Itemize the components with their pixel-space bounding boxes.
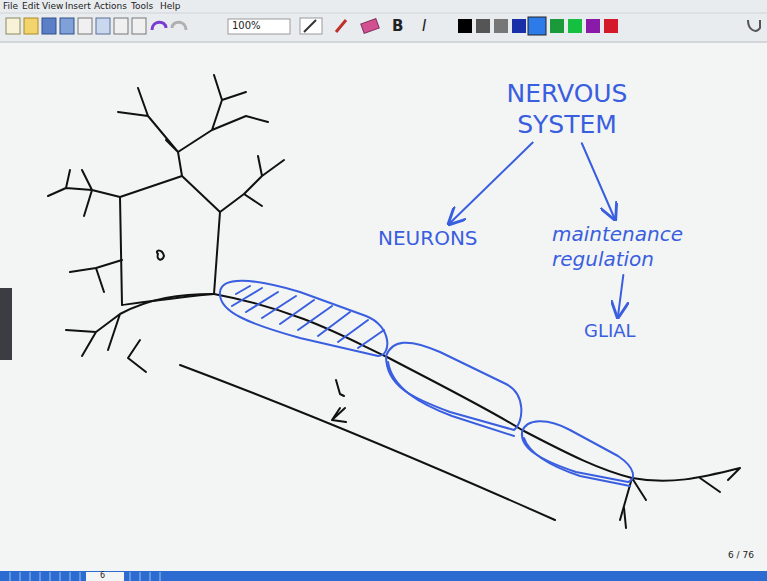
ui-label: View [42,1,63,11]
page-ticks [10,572,160,581]
ui-label: I [422,17,426,35]
ui-label: Help [160,1,181,11]
branch-arrow [618,275,623,317]
ui-label: 100% [232,20,261,31]
node-text: maintenance regulation [552,222,702,272]
toolbar-icons [6,17,760,35]
ui-label: B [392,17,403,35]
toolbar [0,0,767,42]
concept-node: NEURONS [378,226,490,251]
ui-label: Edit [22,1,39,11]
branch-arrow [449,143,533,224]
ui-label: Actions [94,1,127,11]
concept-node: GLIAL [584,320,648,343]
concept-node: NERVOUS SYSTEM [482,78,652,141]
side-tab [0,288,12,360]
ui-label: Insert [65,1,91,11]
concept-node: maintenance regulation [552,222,702,272]
ui-label: 6 [100,571,105,580]
myelin-sheath [220,281,633,486]
ui-label: Tools [131,1,153,11]
ui-label: File [3,1,18,11]
node-text: NEURONS [378,226,490,251]
branch-arrow [582,143,615,219]
current-page-marker [86,572,124,581]
node-text: NERVOUS SYSTEM [482,78,652,141]
toolbar-divider [0,42,767,43]
menu-divider [0,13,767,14]
node-text: GLIAL [584,320,648,343]
page-bar [0,571,767,581]
ui-label: 6 / 76 [728,550,754,560]
neuron-outline [48,75,740,528]
